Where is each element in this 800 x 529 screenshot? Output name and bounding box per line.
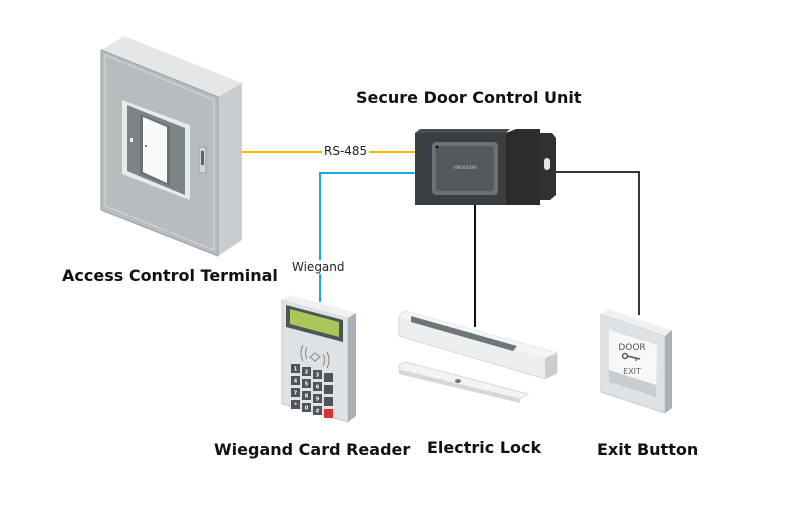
keypad-key bbox=[324, 385, 333, 394]
keypad-key-label: 4 bbox=[294, 379, 298, 385]
terminal-label: Access Control Terminal bbox=[62, 266, 278, 285]
keypad-key bbox=[313, 406, 322, 415]
keypad-key bbox=[302, 379, 311, 388]
keypad-key-label: * bbox=[294, 403, 297, 409]
keypad-key bbox=[313, 394, 322, 403]
control-unit-label: Secure Door Control Unit bbox=[356, 88, 582, 107]
key-icon bbox=[621, 352, 641, 361]
lock-label: Electric Lock bbox=[427, 438, 542, 457]
electric-lock-icon bbox=[398, 310, 558, 403]
exit-button-connection-line bbox=[556, 171, 640, 315]
keypad-key-label: # bbox=[315, 409, 319, 415]
keypad-key bbox=[313, 382, 322, 391]
card-reader-icon: 1 2 3 4 5 6 7 8 9 * 0 # bbox=[281, 295, 356, 423]
keypad-key-label: 5 bbox=[305, 382, 309, 388]
keypad-key bbox=[324, 373, 333, 382]
keypad-key-label: 2 bbox=[305, 370, 309, 376]
keypad-key-label: 8 bbox=[305, 394, 309, 400]
keypad-key bbox=[313, 370, 322, 379]
keypad-key bbox=[324, 409, 333, 418]
keypad-key bbox=[291, 400, 300, 409]
keypad-key-label: 1 bbox=[294, 367, 298, 373]
keypad-key-label: 9 bbox=[316, 397, 320, 403]
exit-button-label: Exit Button bbox=[597, 440, 699, 459]
control-unit-icon: HIKVISION bbox=[415, 129, 556, 205]
keypad-key bbox=[291, 364, 300, 373]
keypad-key bbox=[302, 391, 311, 400]
keypad-key-label: 3 bbox=[316, 373, 320, 379]
keypad-key bbox=[302, 403, 311, 412]
access-control-terminal-icon bbox=[100, 36, 242, 257]
rs485-label: RS-485 bbox=[322, 144, 370, 158]
keypad-key-label: 6 bbox=[316, 385, 320, 391]
keypad-key bbox=[302, 367, 311, 376]
wiegand-label: Wiegand bbox=[290, 260, 347, 274]
keypad-key bbox=[324, 397, 333, 406]
keypad-key-label: 7 bbox=[294, 391, 298, 397]
keypad-key-label: 0 bbox=[305, 406, 309, 412]
card-reader-label: Wiegand Card Reader bbox=[214, 440, 411, 459]
keypad-key bbox=[291, 388, 300, 397]
exit-text: EXIT bbox=[623, 367, 641, 376]
keypad: 1 2 3 4 5 6 7 8 9 * 0 # bbox=[291, 364, 333, 418]
keypad-key bbox=[291, 376, 300, 385]
brand-text: HIKVISION bbox=[453, 165, 476, 171]
exit-button-icon: DOOR EXIT bbox=[600, 309, 672, 414]
door-text: DOOR bbox=[618, 343, 645, 353]
wiegand-connection-line bbox=[319, 172, 418, 302]
